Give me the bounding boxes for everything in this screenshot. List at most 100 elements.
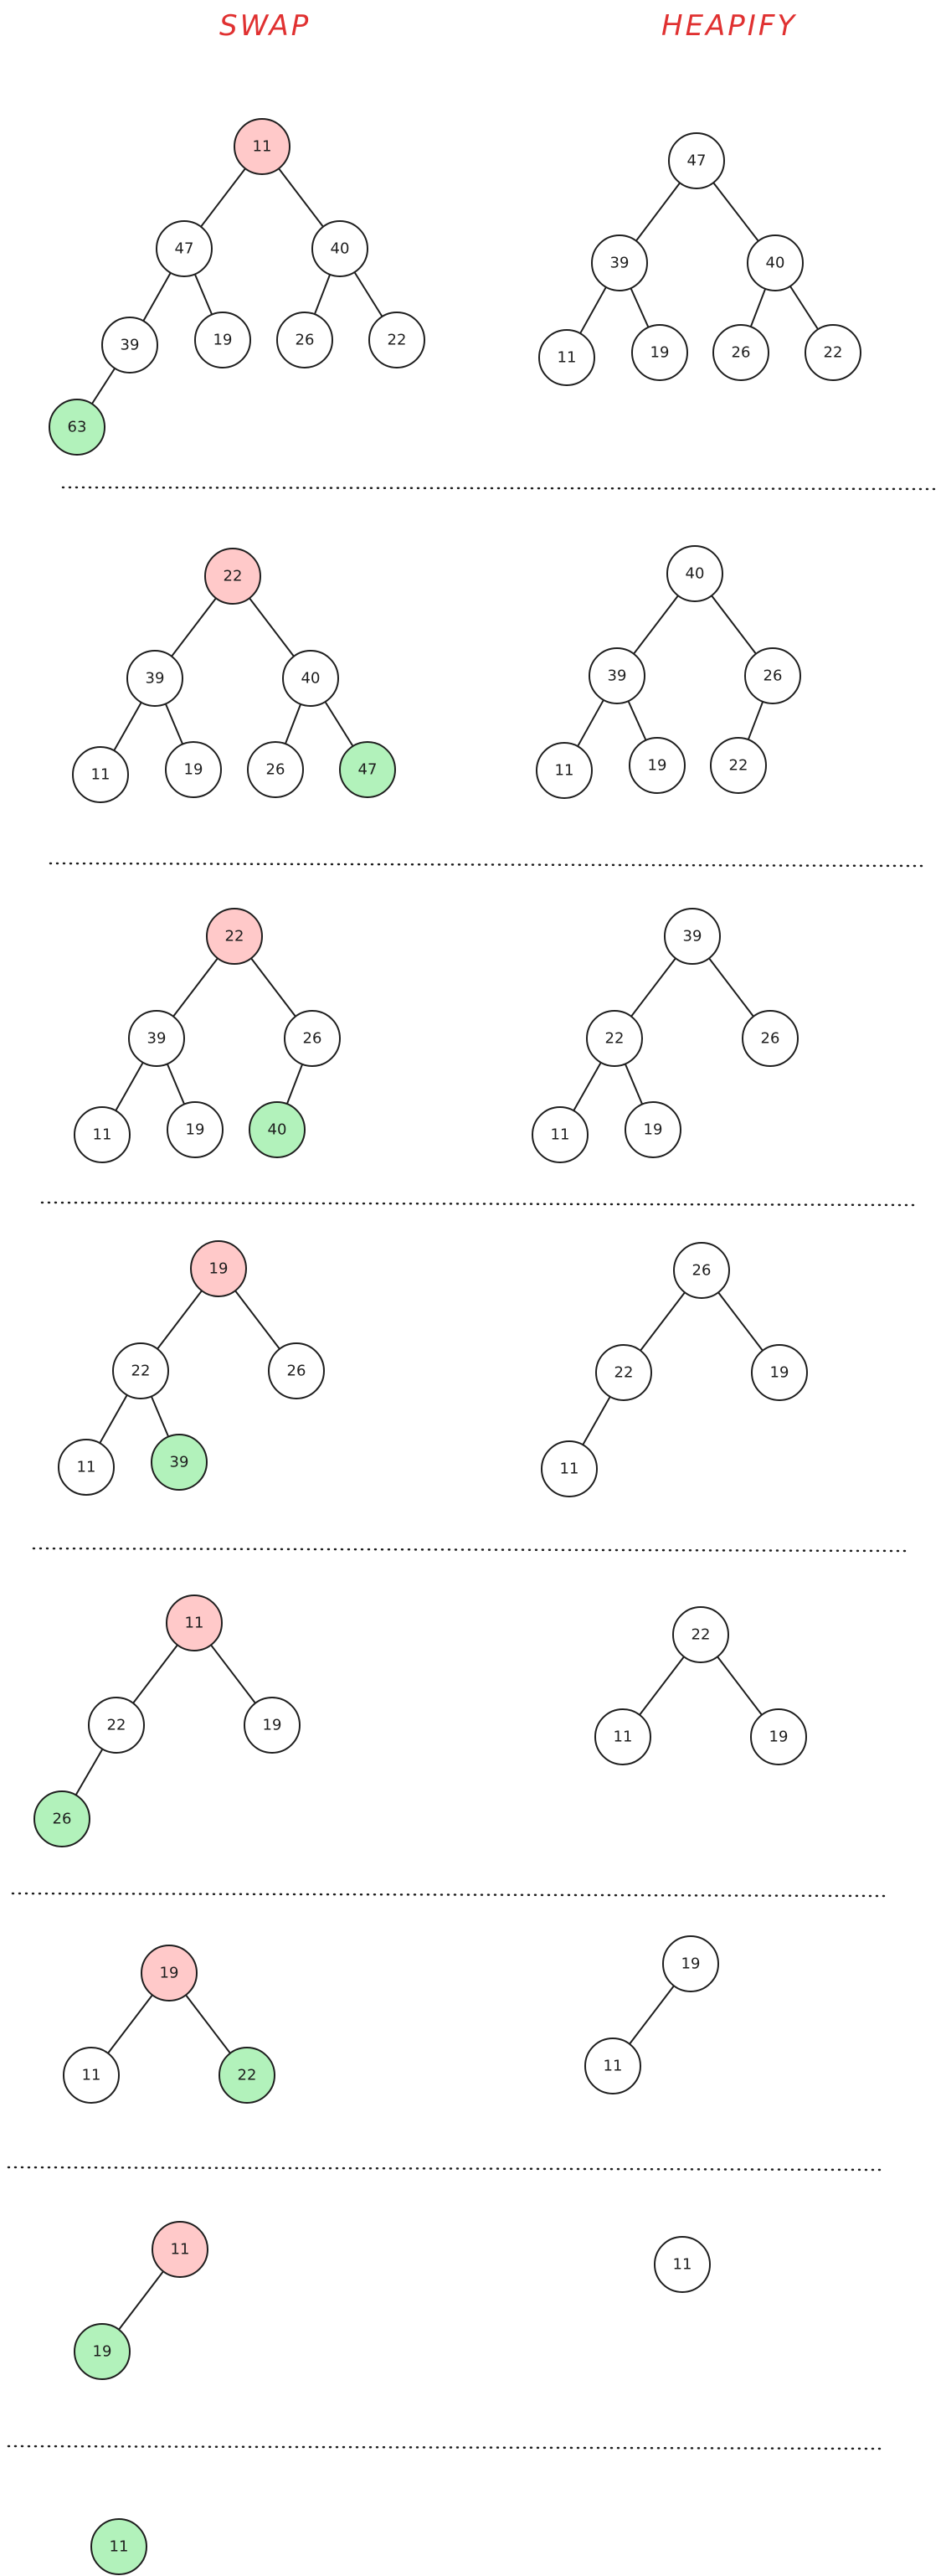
node-swap-4-22: 22 xyxy=(112,1342,169,1399)
node-label: 39 xyxy=(147,1030,167,1048)
edge-heapify-1-47-40 xyxy=(712,182,759,242)
edge-swap-5-11-19 xyxy=(210,1644,256,1704)
edge-heapify-2-40-39 xyxy=(633,595,679,655)
node-label: 19 xyxy=(160,1965,179,1982)
node-label: 26 xyxy=(53,1811,72,1828)
edge-heapify-1-39-11 xyxy=(579,286,607,335)
node-swap-1-63: 63 xyxy=(49,399,105,456)
node-circle xyxy=(805,324,861,381)
node-label: 11 xyxy=(82,2067,101,2084)
node-circle xyxy=(536,742,593,799)
node-label: 40 xyxy=(268,1121,287,1139)
edge-swap-1-47-19 xyxy=(193,273,213,316)
step-separator-4 xyxy=(32,1547,907,1553)
separators-layer xyxy=(7,486,938,2450)
node-label: 40 xyxy=(301,670,321,688)
node-label: 11 xyxy=(673,2256,692,2274)
node-heapify-1-47: 47 xyxy=(668,132,725,189)
node-circle xyxy=(664,908,721,965)
edge-heapify-2-26-22 xyxy=(747,700,764,741)
node-label: 19 xyxy=(213,332,233,349)
node-label: 39 xyxy=(608,667,627,685)
node-label: 19 xyxy=(263,1717,282,1734)
node-heapify-3-26: 26 xyxy=(742,1010,799,1067)
edge-heapify-3-22-11 xyxy=(573,1061,602,1112)
node-heapify-7-11: 11 xyxy=(654,2236,711,2293)
node-heapify-5-19: 19 xyxy=(750,1708,807,1765)
edge-swap-2-22-40 xyxy=(249,597,295,657)
node-label: 22 xyxy=(692,1626,711,1644)
edge-heapify-2-39-19 xyxy=(627,700,647,741)
node-circle xyxy=(751,1344,808,1401)
node-circle xyxy=(72,746,129,803)
node-circle xyxy=(190,1240,247,1297)
node-label: 39 xyxy=(170,1454,189,1471)
edge-swap-2-22-39 xyxy=(171,597,217,657)
node-label: 11 xyxy=(614,1728,633,1746)
node-circle xyxy=(126,650,183,707)
node-circle xyxy=(339,741,396,798)
node-heapify-1-39: 39 xyxy=(591,234,648,291)
node-swap-6-11: 11 xyxy=(63,2047,120,2104)
node-swap-1-19: 19 xyxy=(194,312,251,368)
node-label: 19 xyxy=(770,1364,789,1382)
node-label: 39 xyxy=(683,928,702,945)
node-circle xyxy=(63,2047,120,2104)
node-heapify-1-26: 26 xyxy=(712,324,769,381)
node-circle xyxy=(156,220,213,277)
node-circle xyxy=(49,399,105,456)
node-circle xyxy=(629,737,686,794)
node-swap-5-19: 19 xyxy=(244,1697,301,1754)
node-heapify-4-26: 26 xyxy=(673,1242,730,1299)
node-label: 11 xyxy=(185,1615,204,1632)
node-circle xyxy=(204,548,261,605)
node-heapify-4-11: 11 xyxy=(541,1440,598,1497)
edge-heapify-2-40-26 xyxy=(711,595,757,655)
node-swap-4-39: 39 xyxy=(151,1434,208,1491)
node-circle xyxy=(666,545,723,602)
edge-swap-2-40-47 xyxy=(324,700,354,748)
node-circle xyxy=(747,234,804,291)
node-heapify-3-11: 11 xyxy=(532,1106,589,1163)
edge-swap-3-22-26 xyxy=(250,957,296,1018)
edge-heapify-3-39-26 xyxy=(708,957,754,1018)
edge-heapify-1-47-39 xyxy=(635,182,681,242)
node-label: 26 xyxy=(761,1030,780,1048)
node-label: 26 xyxy=(303,1030,322,1048)
node-label: 22 xyxy=(605,1030,625,1048)
node-heapify-2-40: 40 xyxy=(666,545,723,602)
node-heapify-5-11: 11 xyxy=(594,1708,651,1765)
node-circle xyxy=(165,741,222,798)
swap-header: SWAP xyxy=(219,9,311,43)
edge-swap-2-39-11 xyxy=(113,701,142,752)
node-swap-3-19: 19 xyxy=(167,1101,224,1158)
node-swap-3-26: 26 xyxy=(284,1010,341,1067)
node-label: 11 xyxy=(560,1461,579,1478)
edge-heapify-4-26-22 xyxy=(640,1291,686,1352)
node-circle xyxy=(33,1790,90,1847)
node-swap-7-11: 11 xyxy=(152,2221,208,2278)
node-circle xyxy=(594,1708,651,1765)
step-separator-1 xyxy=(61,486,938,491)
edge-heapify-3-22-19 xyxy=(624,1063,644,1105)
node-heapify-3-22: 22 xyxy=(586,1010,643,1067)
node-label: 22 xyxy=(614,1364,634,1382)
node-label: 26 xyxy=(266,761,285,779)
node-circle xyxy=(90,2518,147,2575)
node-swap-3-22: 22 xyxy=(206,908,263,965)
node-label: 40 xyxy=(686,565,705,583)
node-circle xyxy=(662,1935,719,1992)
node-label: 19 xyxy=(184,761,203,779)
node-heapify-2-11: 11 xyxy=(536,742,593,799)
step-separator-6 xyxy=(7,2166,882,2172)
heapify-header: HEAPIFY xyxy=(661,9,797,43)
edge-heapify-1-40-26 xyxy=(749,287,767,328)
node-circle xyxy=(591,234,648,291)
node-heapify-3-39: 39 xyxy=(664,908,721,965)
node-label: 39 xyxy=(121,337,140,354)
node-circle xyxy=(247,741,304,798)
node-label: 19 xyxy=(93,2343,112,2361)
node-swap-1-26: 26 xyxy=(276,312,333,368)
node-circle xyxy=(668,132,725,189)
node-circle xyxy=(167,1101,224,1158)
